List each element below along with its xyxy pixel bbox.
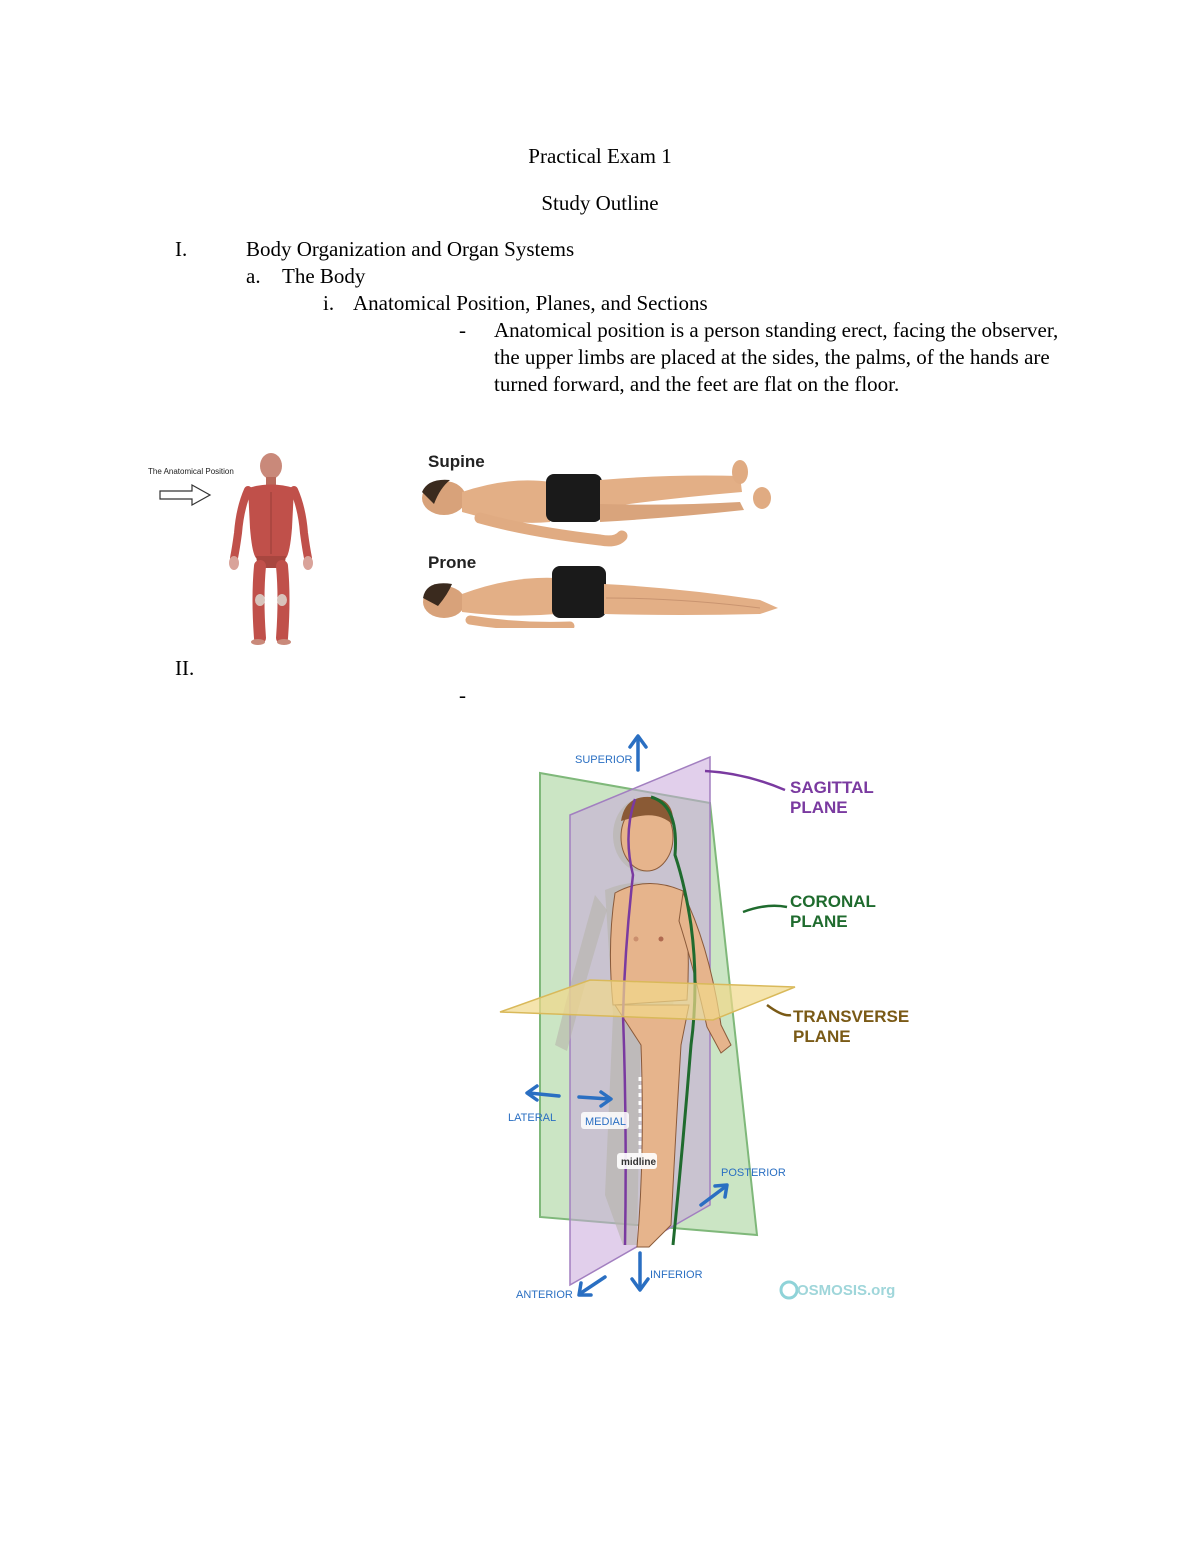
muscle-body-icon	[229, 453, 313, 645]
prone-body-icon	[423, 566, 778, 631]
superior-label: SUPERIOR	[575, 754, 633, 766]
transverse-label-line1: TRANSVERSE	[793, 1007, 909, 1026]
section-1-marker: I.	[175, 237, 188, 261]
subsection-i-marker: i.	[323, 291, 335, 315]
midline-label-bg	[617, 1153, 657, 1169]
medial-label-bg	[581, 1112, 629, 1129]
coronal-callout-line	[742, 904, 788, 914]
anatomical-position-figure: The Anatomical Position	[140, 448, 320, 653]
osmosis-logo-icon	[779, 1280, 799, 1300]
transverse-callout-line	[766, 1003, 792, 1017]
page-title: Practical Exam 1	[528, 144, 672, 168]
coronal-label-line1: CORONAL	[790, 892, 876, 911]
subsection-a-title: The Body	[282, 264, 366, 288]
anatomical-position-caption: The Anatomical Position	[148, 467, 234, 476]
prone-label: Prone	[428, 553, 476, 572]
right-arrow-icon	[159, 483, 212, 507]
midline-label: midline	[621, 1157, 656, 1168]
transverse-label-line2: PLANE	[793, 1027, 851, 1046]
bullet-2-marker: -	[459, 683, 466, 707]
section-2-marker: II.	[175, 656, 195, 680]
inferior-label: INFERIOR	[650, 1269, 703, 1281]
supine-label: Supine	[428, 452, 485, 471]
osmosis-watermark: OSMOSIS.org	[797, 1282, 895, 1299]
anatomical-position-definition: Anatomical position is a person standing…	[494, 318, 1059, 396]
anterior-arrow-icon	[577, 1275, 607, 1297]
superior-arrow-icon	[628, 734, 648, 772]
supine-body-icon	[422, 460, 771, 547]
medial-arrow-icon	[577, 1090, 613, 1108]
sagittal-label-line2: PLANE	[790, 798, 848, 817]
supine-prone-figure: Supine Prone	[410, 448, 790, 631]
anterior-label: ANTERIOR	[516, 1289, 573, 1301]
inferior-arrow-icon	[630, 1251, 650, 1292]
lateral-label: LATERAL	[508, 1112, 556, 1124]
medial-label: MEDIAL	[585, 1116, 626, 1128]
lateral-arrow-icon	[525, 1084, 561, 1102]
coronal-section-line	[650, 795, 697, 1246]
posterior-label: POSTERIOR	[721, 1167, 786, 1179]
subsection-a-marker: a.	[246, 264, 261, 288]
bullet-marker: -	[459, 318, 466, 342]
sagittal-callout-line	[704, 769, 786, 792]
body-planes-diagram: SUPERIOR SAGITTAL PLANE CORONAL PLANE TR…	[495, 725, 915, 1310]
sagittal-label-line1: SAGITTAL	[790, 778, 874, 797]
transverse-plane-shape	[499, 979, 796, 1021]
posterior-arrow-icon	[699, 1183, 729, 1207]
coronal-label-line2: PLANE	[790, 912, 848, 931]
subsection-i-title: Anatomical Position, Planes, and Section…	[353, 291, 708, 315]
page-subtitle: Study Outline	[541, 191, 659, 215]
section-1-title: Body Organization and Organ Systems	[246, 237, 575, 261]
